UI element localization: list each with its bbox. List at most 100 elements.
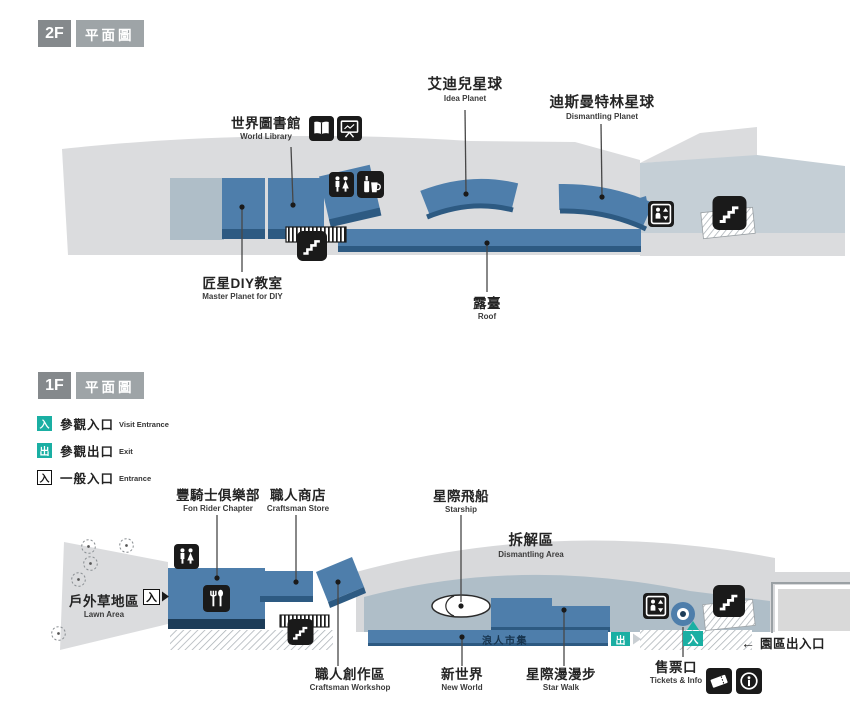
label-dismantling-planet: 迪斯曼特林星球 Dismantling Planet — [532, 95, 672, 122]
restroom-icon — [329, 172, 354, 197]
left-arrow-icon: ← — [741, 634, 755, 651]
dot-roof — [484, 240, 490, 246]
craftsman-workshop-building — [316, 557, 364, 602]
dot-idea-planet — [463, 191, 469, 197]
exit-marker: 出 — [611, 632, 630, 647]
floor1-badge-number: 1F — [38, 372, 71, 399]
floor2-top-right-wedge — [640, 127, 757, 163]
floor2-map — [62, 109, 845, 292]
label-world-library: 世界圖書館 World Library — [226, 116, 306, 142]
leader-idea-planet — [464, 109, 467, 193]
label-en: New World — [441, 682, 483, 692]
label-en: Fon Rider Chapter — [183, 503, 253, 513]
label-en: Idea Planet — [443, 93, 487, 103]
dot-dismantling-planet — [599, 194, 605, 200]
floor1-bluegray-shape — [364, 574, 770, 632]
dot-star-walk — [561, 607, 567, 613]
stairs-icon — [296, 231, 328, 261]
label-idea-planet: 艾迪兒星球 Idea Planet — [415, 77, 515, 104]
tree-icon — [119, 538, 134, 553]
label-cn: 職人商店 — [270, 488, 326, 503]
label-tickets-info: 售票口 Tickets & Info — [636, 660, 716, 686]
floor2-right-strip — [640, 233, 845, 256]
new-world-bar-edge — [368, 643, 608, 646]
label-cn: 艾迪兒星球 — [427, 77, 503, 93]
floor2-small-room — [630, 196, 649, 217]
idea-planet-edge — [426, 203, 514, 220]
book-icon — [309, 116, 334, 141]
dot-new-world — [459, 634, 465, 640]
legend-item-general-entrance: 入 一般入口 Entrance — [37, 469, 169, 486]
legend: 入 參觀入口 Visit Entrance 出 參觀出口 Exit 入 一般入口… — [37, 415, 169, 496]
legend-label-en: Entrance — [119, 474, 152, 483]
dot-fon-rider — [214, 575, 220, 581]
floor1-badge-title: 平面圖 — [76, 372, 144, 399]
exit-arrow-icon — [633, 633, 641, 645]
label-starship: 星際飛船 Starship — [418, 489, 504, 515]
label-craftsman-store: 職人商店 Craftsman Store — [252, 488, 344, 514]
leader-dismantling-planet — [600, 123, 603, 196]
label-cn: 豐騎士俱樂部 — [176, 488, 260, 503]
label-en: Dismantling Planet — [565, 111, 638, 121]
label-en: Craftsman Workshop — [309, 682, 391, 692]
label-en: Lawn Area — [83, 609, 125, 619]
idea-planet-shape — [420, 178, 519, 216]
legend-item-exit: 出 參觀出口 Exit — [37, 442, 169, 459]
elevator-icon — [648, 201, 674, 227]
legend-label-cn: 參觀入口 — [60, 417, 115, 432]
restroom-icon — [174, 544, 199, 569]
craftsman-store-building — [260, 571, 313, 596]
label-cn: 售票口 — [655, 660, 697, 675]
exit-symbol: 出 — [37, 442, 52, 458]
label-cn: 職人創作區 — [315, 667, 385, 682]
label-roof: 露臺 Roof — [446, 296, 528, 322]
label-lawn-area: 戶外草地區 Lawn Area — [54, 594, 154, 620]
stairs-icon — [712, 585, 746, 617]
legend-label-en: Visit Entrance — [119, 420, 169, 429]
ticket-booth-marker — [671, 602, 695, 626]
visit-entrance-symbol: 入 — [37, 415, 52, 431]
park-gate-text: 園區出入口 — [760, 637, 826, 651]
label-craftsman-workshop: 職人創作區 Craftsman Workshop — [292, 667, 408, 693]
presentation-icon — [337, 116, 362, 141]
general-entrance-marker: 入 — [143, 589, 160, 605]
stairs-icon — [711, 196, 748, 230]
stairs-icon — [287, 619, 314, 645]
star-walk-building — [491, 598, 610, 627]
gate-boundary — [771, 582, 850, 633]
star-walk-edge — [491, 627, 610, 632]
visit-entrance-marker: 入 — [683, 631, 703, 646]
label-en: Star Walk — [542, 682, 580, 692]
legend-label-en: Exit — [119, 447, 133, 456]
new-world-bar — [368, 630, 608, 646]
gate-plaza — [778, 589, 850, 631]
label-en: Starship — [444, 504, 477, 514]
master-planet-diy-room-edge — [222, 229, 265, 239]
label-en: Craftsman Store — [266, 503, 330, 513]
label-cn: 星際飛船 — [433, 489, 489, 504]
drinks-icon — [357, 171, 384, 198]
fon-rider-building-edge — [168, 619, 265, 629]
floor2-badge-title: 平面圖 — [76, 20, 144, 47]
label-cn: 星際漫漫步 — [526, 667, 596, 682]
roof-shape — [338, 229, 641, 246]
leader-world-library — [290, 146, 294, 204]
visit-entrance-arrow-icon — [687, 621, 699, 630]
restaurant-icon — [203, 584, 230, 613]
label-cn: 露臺 — [473, 296, 501, 311]
master-planet-diy-room — [222, 178, 265, 229]
label-cn: 拆解區 — [508, 533, 554, 549]
label-cn: 世界圖書館 — [231, 116, 301, 131]
dot-craftsman-workshop — [335, 579, 341, 585]
elevator-icon — [643, 593, 669, 619]
roof-edge — [338, 246, 641, 252]
general-entrance-symbol: 入 — [37, 469, 52, 485]
label-cn: 匠星DIY教室 — [202, 276, 283, 291]
dismantling-planet-edge — [559, 208, 648, 232]
floor2-gray-block — [170, 178, 224, 240]
label-dismantling-area: 拆解區 Dismantling Area — [461, 533, 601, 560]
world-library-room — [268, 178, 324, 229]
label-cn: 戶外草地區 — [69, 594, 139, 609]
dot-master-diy — [239, 204, 245, 210]
